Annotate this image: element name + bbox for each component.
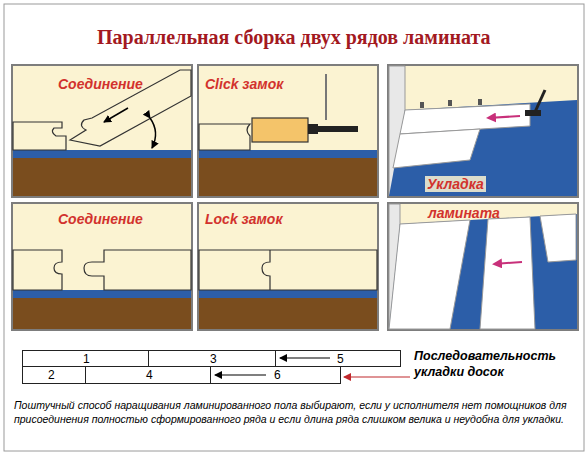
- board-number: 6: [274, 368, 281, 382]
- panel-label: Lock замок: [205, 211, 283, 227]
- sequence-arrow: [280, 357, 330, 358]
- panel-laying-top: [388, 65, 578, 197]
- panel-laying-bottom: [388, 203, 578, 330]
- caption: Поштучный способ наращивания ламинирован…: [14, 398, 576, 426]
- board-box: 5: [275, 350, 401, 367]
- board-number: 2: [48, 368, 55, 382]
- diagram-title: Параллельная сборка двух рядов ламината: [97, 26, 491, 49]
- sequence-note: Последовательность укладки досок: [414, 348, 579, 380]
- panel-label: Соединение: [58, 211, 143, 227]
- panel-label: ламината: [428, 205, 500, 221]
- board-box: 4: [85, 366, 211, 384]
- panel-label: Соединение: [58, 76, 143, 92]
- board-box: 3: [148, 350, 276, 367]
- board-number: 5: [337, 352, 344, 366]
- panel-label: Укладка: [425, 176, 486, 192]
- sequence-arrow: [215, 374, 266, 375]
- board-number: 1: [83, 352, 90, 366]
- panel-label: Click замок: [205, 76, 283, 92]
- panel-connection-click: [12, 65, 192, 197]
- leader-arrow: [344, 376, 410, 377]
- board-box: 1: [22, 350, 149, 367]
- panel-connection-lock: [12, 203, 192, 330]
- board-box: 6: [210, 366, 341, 384]
- board-box: 2: [22, 366, 86, 384]
- panel-lock: [198, 203, 378, 330]
- board-number: 3: [210, 352, 217, 366]
- board-number: 4: [146, 368, 153, 382]
- panel-click-lock: [198, 65, 378, 197]
